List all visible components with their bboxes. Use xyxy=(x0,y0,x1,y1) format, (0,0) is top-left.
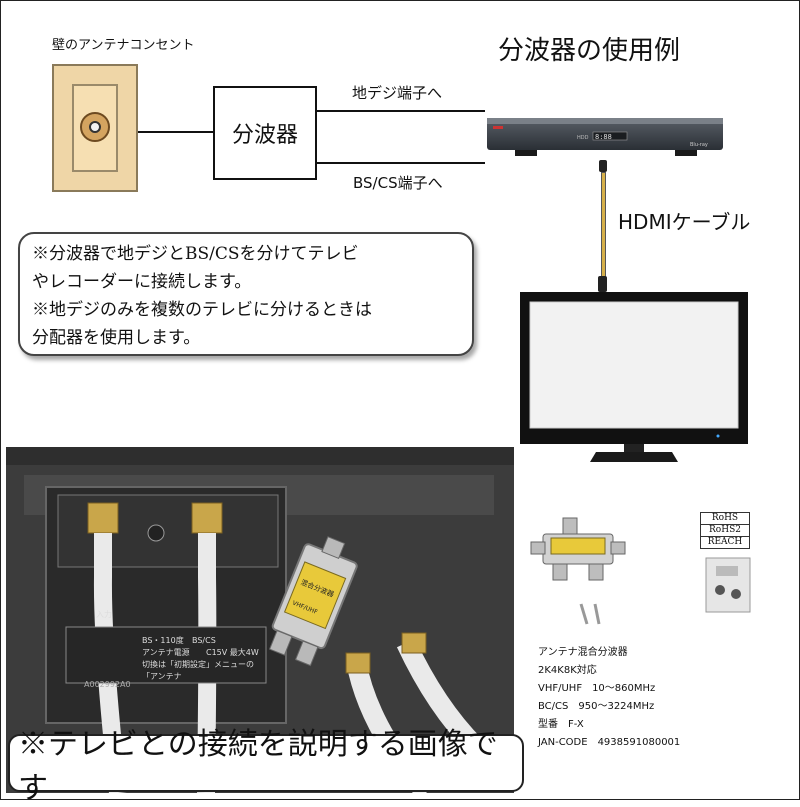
hdmi-cable-label: HDMIケーブル xyxy=(618,210,751,234)
terrestrial-wire xyxy=(317,110,485,112)
spec-line: BC/CS 950～3224MHz xyxy=(538,701,655,712)
coax-jack-core xyxy=(89,121,101,133)
hdmi-plug-bottom xyxy=(598,276,607,292)
bscs-label: BS/CS端子へ xyxy=(353,174,443,192)
spec-line: 型番 F-X xyxy=(538,719,584,730)
cert-reach: REACH xyxy=(700,536,750,549)
wall-antenna-outlet xyxy=(52,64,138,192)
bluray-recorder-icon: 8:88 HDD Blu-ray xyxy=(487,118,723,156)
outlet-plate xyxy=(72,84,118,172)
tv-bs-label: BS・110度 xyxy=(142,635,184,645)
tv-model-label: A002992A0 xyxy=(84,680,131,689)
hdmi-plug-top xyxy=(599,160,607,172)
television-icon xyxy=(520,292,748,462)
tv-antenna-label: 「アンテナ xyxy=(142,672,182,681)
tv-power-label: C15V 最大4W xyxy=(206,647,259,657)
note-line: ※分波器で地デジとBS/CSを分けてテレビ xyxy=(32,244,359,264)
tv-switch-label: 切換は「初期設定」メニューの xyxy=(142,659,254,669)
outlet-to-splitter-wire xyxy=(138,131,214,133)
note-line: 分配器を使用します。 xyxy=(32,328,201,348)
photo-caption: ※テレビとの接続を説明する画像です xyxy=(8,727,524,806)
outlet-label: 壁のアンテナコンセント xyxy=(52,38,195,53)
tv-input-label: 入力 xyxy=(96,609,112,619)
terrestrial-label: 地デジ端子へ xyxy=(352,84,443,102)
spec-line: 2K4K8K対応 xyxy=(538,665,597,676)
coax-jack-icon xyxy=(80,112,110,142)
spec-line: JAN-CODE 4938591080001 xyxy=(538,737,681,748)
tv-antenna-power-label: アンテナ電源 xyxy=(142,648,190,657)
accessory-bag-icon xyxy=(705,557,751,613)
page-title: 分波器の使用例 xyxy=(498,36,681,66)
note-line: やレコーダーに接続します。 xyxy=(32,272,252,292)
hdmi-cable xyxy=(601,172,606,278)
tv-bs-cs-label: BS/CS xyxy=(192,636,216,645)
splitter-box: 分波器 xyxy=(213,86,317,180)
spec-line: アンテナ混合分波器 xyxy=(538,647,628,658)
svg-text:8:88: 8:88 xyxy=(595,133,612,141)
note-box: ※分波器で地デジとBS/CSを分けてテレビ やレコーダーに接続します。 ※地デジ… xyxy=(18,232,474,356)
product-spec: アンテナ混合分波器 2K4K8K対応 VHF/UHF 10～860MHz BC/… xyxy=(538,644,680,752)
svg-text:HDD: HDD xyxy=(577,135,589,141)
bscs-wire xyxy=(317,162,485,164)
recorder-brand: Blu-ray xyxy=(690,142,708,148)
spec-line: VHF/UHF 10～860MHz xyxy=(538,683,656,694)
note-line: ※地デジのみを複数のテレビに分けるときは xyxy=(32,300,372,320)
splitter-product-icon xyxy=(530,517,626,625)
accessory-area: RoHS RoHS2 REACH xyxy=(700,512,760,622)
